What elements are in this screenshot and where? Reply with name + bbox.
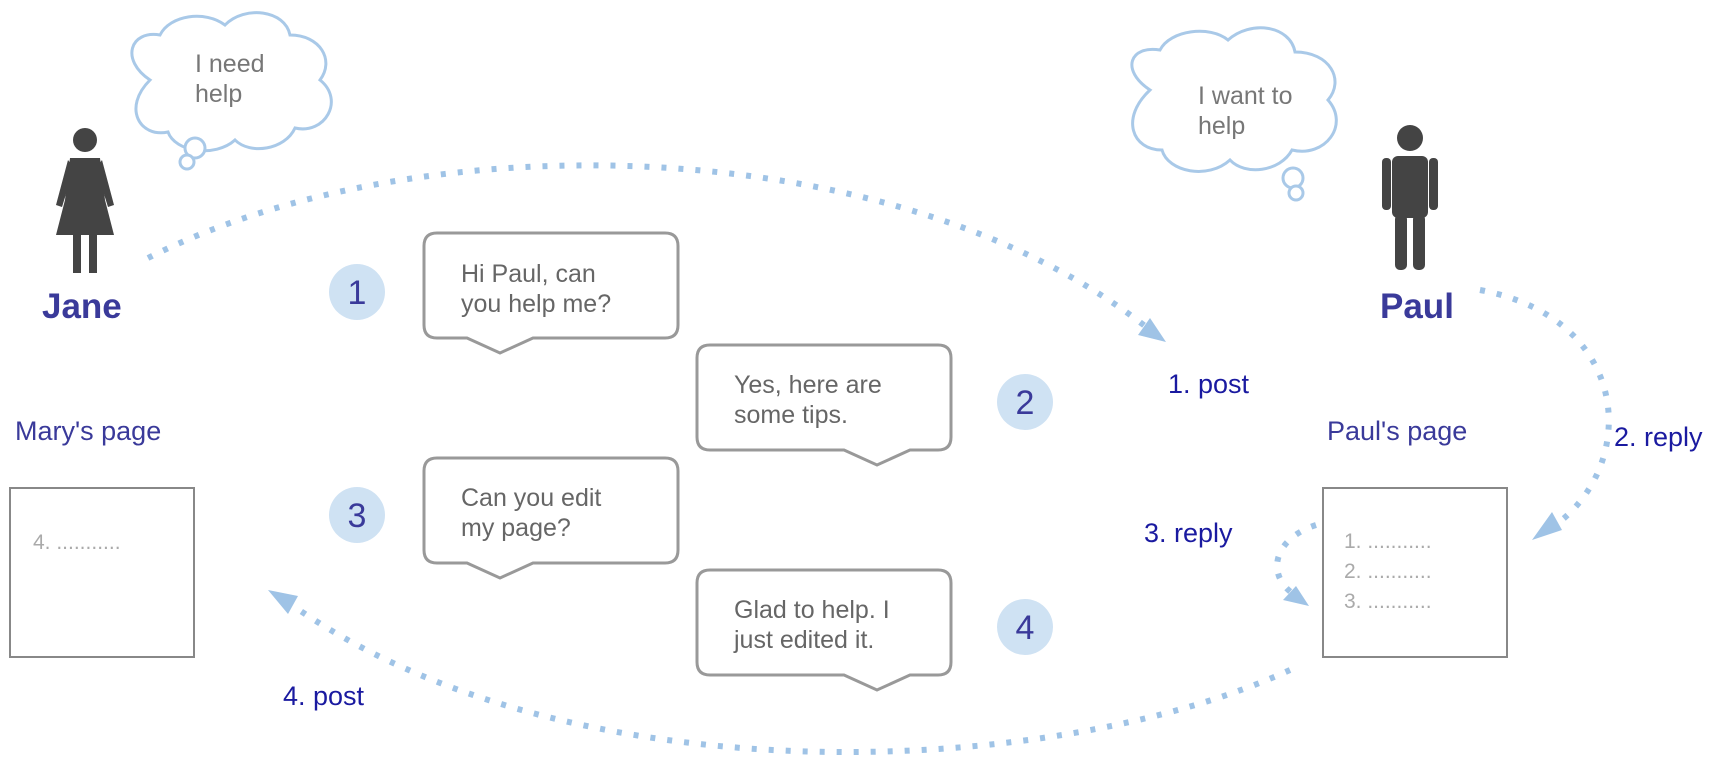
marys-page-box <box>9 487 195 658</box>
step-circle-4: 4 <box>997 599 1053 655</box>
step-number-1: 1 <box>348 274 367 312</box>
speech-bubble-texts: Hi Paul, can you help me? Yes, here are … <box>461 260 890 654</box>
flow-arrow-1-post <box>146 162 1152 333</box>
step-number-3: 3 <box>348 497 367 535</box>
flow-label-1-post: 1. post <box>1168 369 1250 399</box>
pauls-page-line-3: 3. ........... <box>1344 590 1432 613</box>
bubble-2-line-2: some tips. <box>734 401 848 429</box>
woman-icon <box>56 128 114 273</box>
marys-page-line-1: 4. ........... <box>33 531 121 554</box>
pauls-page-line-1: 1. ........... <box>1344 530 1432 553</box>
paul-thought-line-1: I want to <box>1198 82 1293 110</box>
paul-thought-cloud: I want to help <box>1130 26 1338 202</box>
pauls-page-box <box>1322 487 1508 658</box>
step-circle-3: 3 <box>329 487 385 543</box>
bubble-1-line-2: you help me? <box>461 290 611 318</box>
bubble-3-line-2: my page? <box>461 514 571 542</box>
step-number-2: 2 <box>1016 384 1035 422</box>
speech-bubble-1 <box>422 231 680 355</box>
jane-thought-line-1: I need <box>195 50 265 78</box>
flow-label-3-reply: 3. reply <box>1144 518 1233 548</box>
speech-bubble-3 <box>422 456 680 580</box>
speech-bubble-2 <box>695 343 953 467</box>
speech-bubbles <box>422 231 953 692</box>
arrow-head-2 <box>1532 512 1562 540</box>
flow-label-2-reply: 2. reply <box>1614 422 1703 452</box>
arrow-head-3 <box>1283 586 1309 606</box>
bubble-1-line-1: Hi Paul, can <box>461 260 596 288</box>
marys-page: Mary's page 4. ........... <box>9 416 195 658</box>
flow-labels: 1. post 2. reply 3. reply 4. post <box>283 369 1703 711</box>
pauls-page-line-2: 2. ........... <box>1344 560 1432 583</box>
man-icon <box>1382 125 1438 270</box>
arrow-heads <box>268 318 1562 614</box>
bubble-4-line-2: just edited it. <box>733 626 874 654</box>
pauls-page-title: Paul's page <box>1327 416 1467 446</box>
paul-name: Paul <box>1380 287 1454 326</box>
arrow-head-4 <box>268 590 298 614</box>
marys-page-title: Mary's page <box>15 416 161 446</box>
jane-thought-cloud: I need help <box>130 11 333 171</box>
bubble-4-line-1: Glad to help. I <box>734 596 890 624</box>
bubble-2-line-1: Yes, here are <box>734 371 882 399</box>
speech-bubble-4 <box>695 568 953 692</box>
jane-figure: I need help Jane <box>42 11 333 326</box>
arrow-head-1 <box>1138 318 1166 342</box>
flow-arrows <box>146 162 1612 755</box>
step-circles: 1 2 3 4 <box>329 264 1053 655</box>
flow-label-4-post: 4. post <box>283 681 365 711</box>
flow-arrow-3-reply <box>1274 522 1317 601</box>
step-circle-1: 1 <box>329 264 385 320</box>
step-circle-2: 2 <box>997 374 1053 430</box>
jane-name: Jane <box>42 287 122 326</box>
step-number-4: 4 <box>1016 609 1035 647</box>
pauls-page: Paul's page 1. ........... 2. ..........… <box>1322 416 1508 658</box>
jane-thought-line-2: help <box>195 80 242 108</box>
paul-figure: I want to help Paul <box>1130 26 1454 326</box>
bubble-3-line-1: Can you edit <box>461 484 601 512</box>
paul-thought-line-2: help <box>1198 112 1245 140</box>
